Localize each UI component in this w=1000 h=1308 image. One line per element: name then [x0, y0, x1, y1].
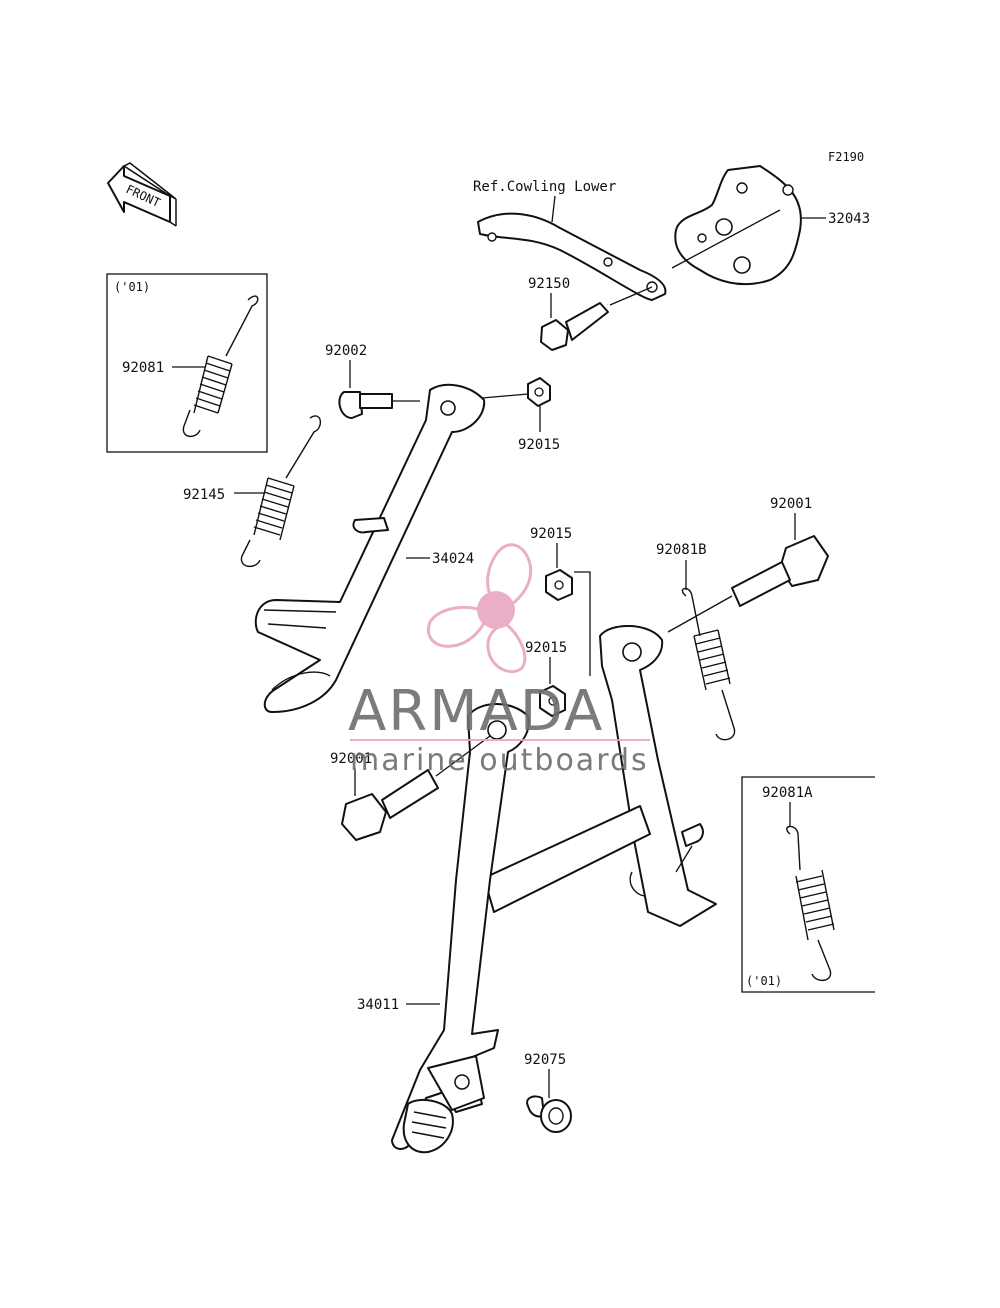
label-92081: 92081 — [122, 360, 164, 376]
label-92015-top: 92015 — [518, 437, 560, 453]
bolt-92150 — [540, 286, 653, 351]
spring-92081B — [681, 587, 736, 741]
front-arrow-icon: FRONT — [107, 162, 177, 227]
cowling-bracket — [477, 212, 667, 301]
center-stand-34011 — [391, 624, 717, 1154]
armada-watermark: ARMADA marine outboards — [348, 543, 650, 778]
label-92081B: 92081B — [656, 542, 707, 558]
label-92150: 92150 — [528, 276, 570, 292]
figure-code: F2190 — [828, 150, 864, 164]
reference-label: Ref.Cowling Lower — [473, 179, 616, 195]
inset-right-tag: ('01) — [746, 974, 782, 988]
watermark-brand: ARMADA — [348, 679, 604, 744]
nut-92015-lower — [539, 685, 566, 717]
rubber-bumper-92075 — [526, 1095, 572, 1133]
label-92145: 92145 — [183, 487, 225, 503]
label-34011: 34011 — [357, 997, 399, 1013]
nut-92015-mid — [545, 569, 573, 601]
spring-92145 — [240, 415, 321, 567]
label-92001-right: 92001 — [770, 496, 812, 512]
label-32043: 32043 — [828, 211, 870, 227]
stand-bracket-32043 — [674, 165, 802, 286]
label-92002: 92002 — [325, 343, 367, 359]
bolt-92001-right — [731, 535, 829, 607]
pin-92002 — [338, 391, 420, 419]
side-stand-34024 — [254, 383, 486, 713]
nut-92015-top — [527, 377, 551, 407]
label-92001-left: 92001 — [330, 751, 372, 767]
inset-box-left — [106, 273, 268, 453]
label-92015-lower: 92015 — [525, 640, 567, 656]
label-34024: 34024 — [432, 551, 474, 567]
bolt-92001-left — [341, 769, 439, 841]
watermark-tagline: marine outboards — [350, 743, 649, 778]
label-92015-mid: 92015 — [530, 526, 572, 542]
propeller-logo-icon — [427, 543, 533, 673]
label-92081A: 92081A — [762, 785, 813, 801]
inset-box-right — [741, 776, 875, 993]
spring-92081 — [182, 295, 259, 437]
spring-92081A — [786, 825, 835, 981]
inset-left-tag: ('01) — [114, 280, 150, 294]
label-92075: 92075 — [524, 1052, 566, 1068]
